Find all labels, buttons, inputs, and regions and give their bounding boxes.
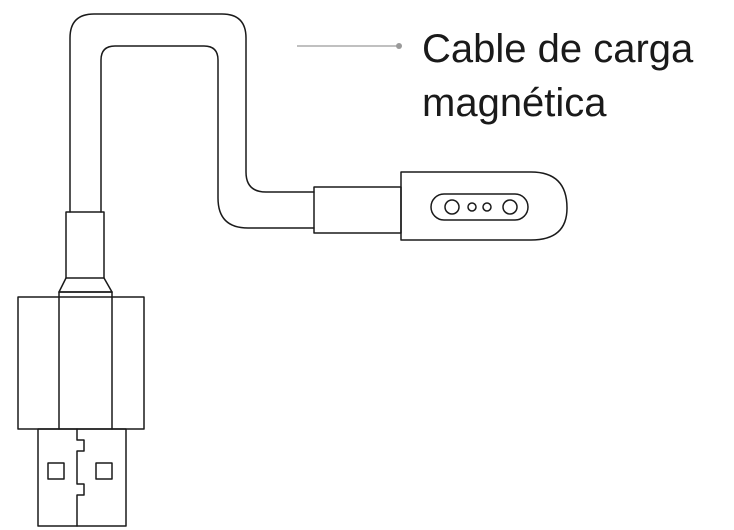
pogo-pin-4: [502, 199, 518, 215]
usb-connector-icon: [37, 428, 127, 527]
pogo-pin-2: [467, 202, 477, 212]
callout-line-2: magnética: [422, 81, 607, 125]
callout-line-1: Cable de carga: [422, 27, 694, 71]
pogo-pin-housing: [430, 193, 529, 221]
pogo-pin-1: [444, 199, 460, 215]
usb-contact-left: [47, 462, 65, 480]
strain-relief-icon: [58, 211, 113, 293]
magnetic-head-icon: [313, 171, 568, 241]
callout-label: Cable de carga magnética: [422, 22, 732, 130]
callout-leader: [297, 43, 402, 49]
cable-icon: [69, 13, 315, 229]
usb-contact-right: [95, 462, 113, 480]
pogo-pin-3: [482, 202, 492, 212]
usb-plug-icon: [17, 291, 145, 430]
